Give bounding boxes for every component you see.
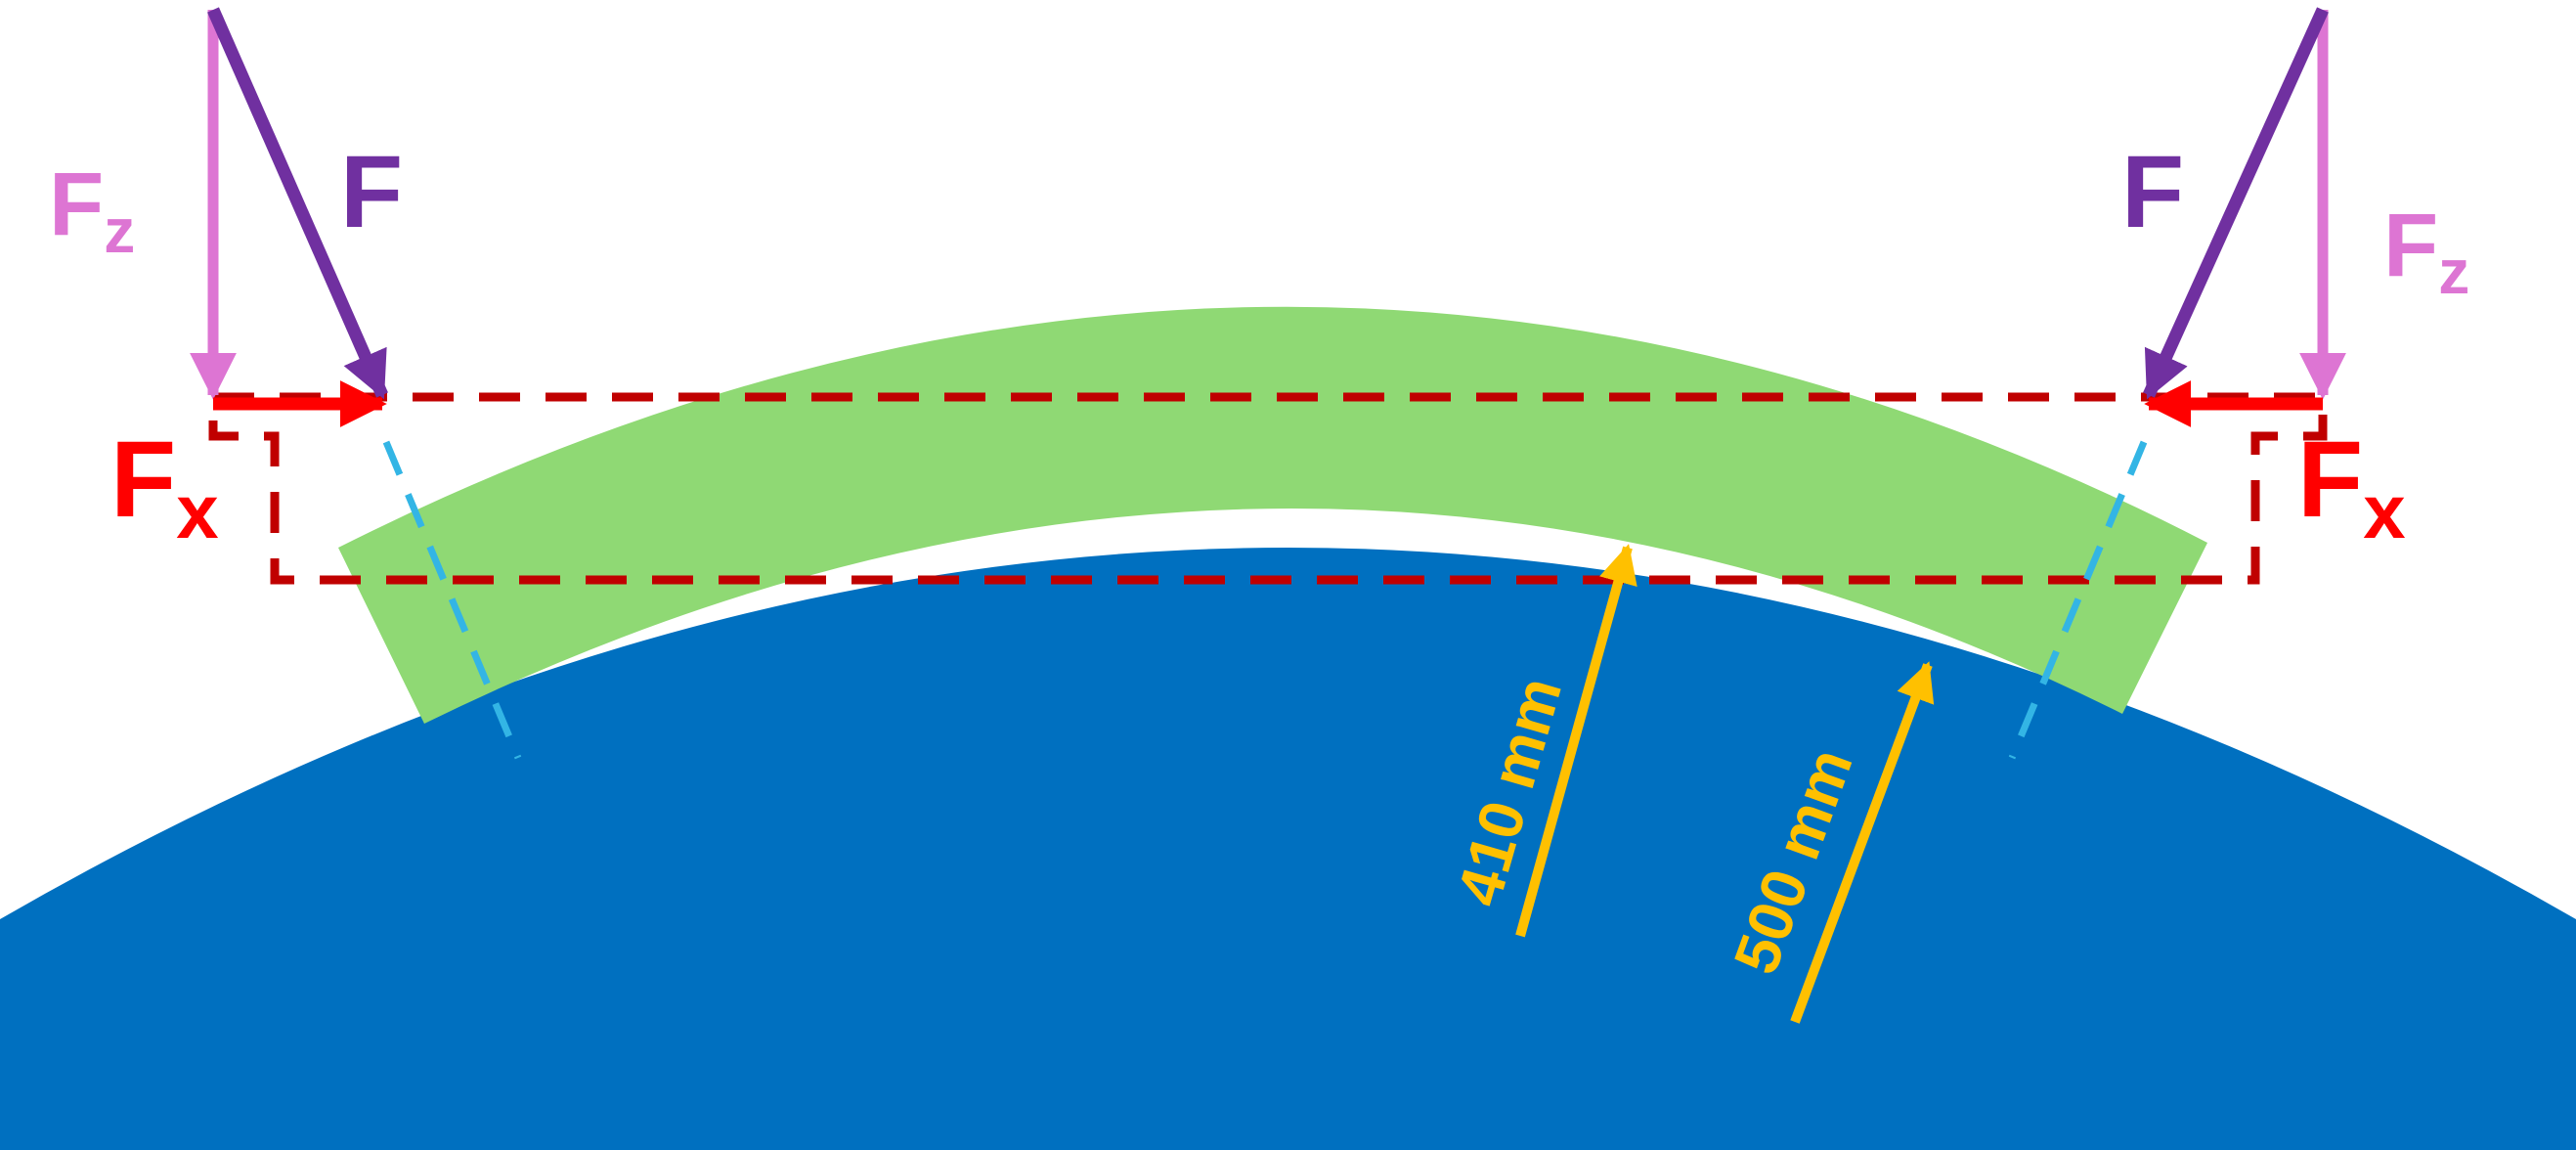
dashed-box-outline	[208, 392, 2328, 585]
outer-radius-arrow	[1790, 661, 1935, 1024]
shell	[338, 306, 2207, 724]
left-force-z-letter: F	[49, 155, 104, 254]
right-force-x-letter: F	[2297, 420, 2363, 540]
right-force-z-subscript: z	[2438, 237, 2469, 307]
right-force-label: F	[2121, 135, 2184, 249]
left-normal-line	[382, 440, 522, 760]
left-force-z-label: Fz	[49, 155, 135, 266]
left-force-x-label: Fx	[110, 420, 219, 554]
left-force-label: F	[340, 135, 403, 249]
right-force-z-label: Fz	[2383, 196, 2469, 307]
left-force-x-letter: F	[110, 420, 176, 540]
left-force-x-subscript: x	[176, 468, 218, 554]
left-force-z-subscript: z	[104, 196, 135, 266]
inner-radius-arrow	[1515, 544, 1637, 938]
left-force-arrow	[207, 7, 388, 400]
right-force-x-subscript: x	[2363, 468, 2405, 554]
right-force-z-letter: F	[2383, 196, 2438, 295]
right-normal-line	[2008, 440, 2148, 760]
right-force-arrow	[2143, 7, 2329, 400]
right-force-x-label: Fx	[2297, 420, 2406, 554]
